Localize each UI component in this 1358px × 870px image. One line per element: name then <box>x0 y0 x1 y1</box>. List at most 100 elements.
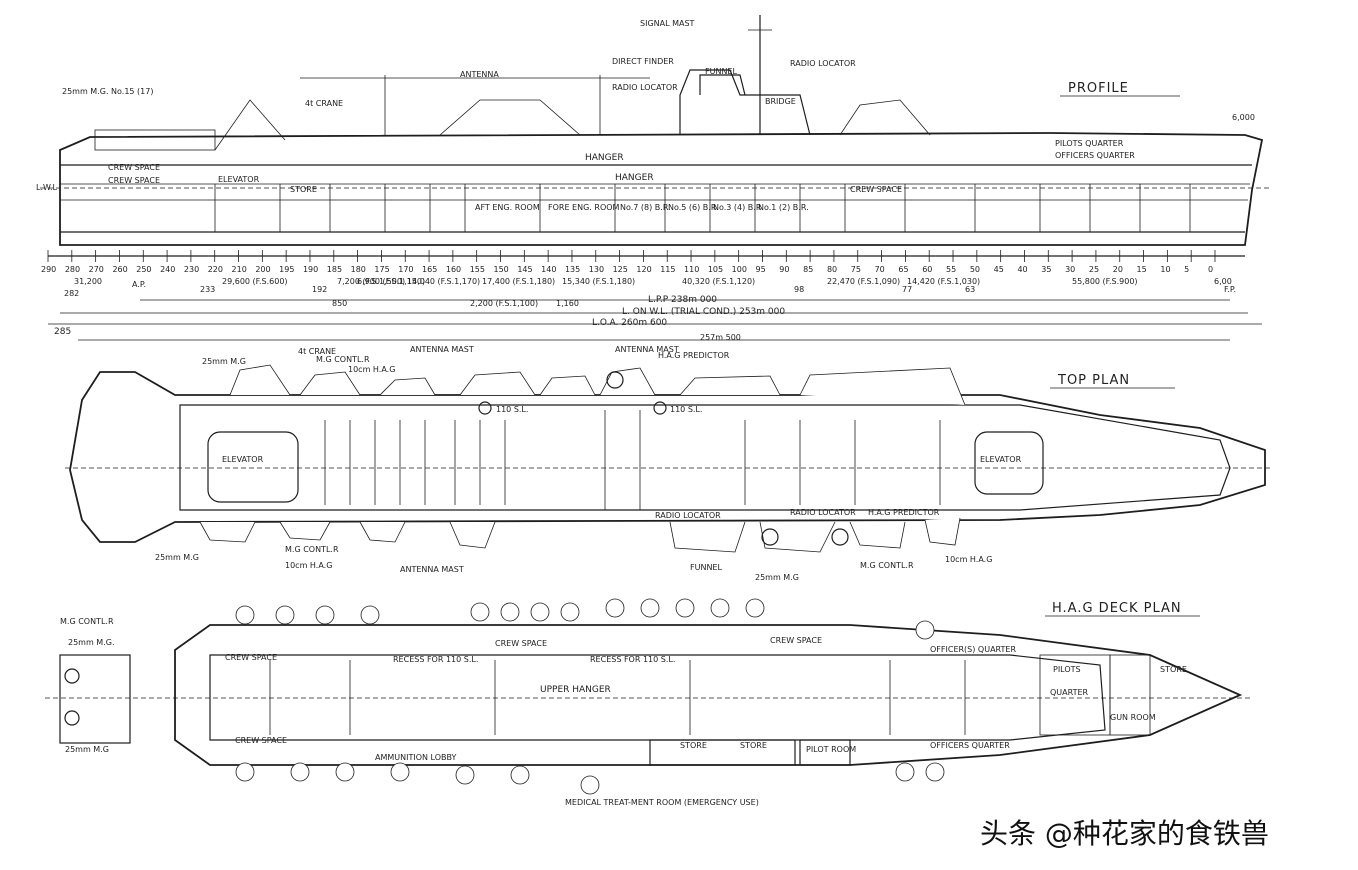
profile-hanger-lower-label: HANGER <box>615 173 654 183</box>
top-plan-searchlight-b <box>653 401 667 415</box>
top-plan-sl-110-a: 110 S.L. <box>496 405 528 414</box>
marker-233: 233 <box>200 285 215 294</box>
hag-plan-outline <box>174 624 1243 766</box>
hag-plan-upper-hangar <box>209 654 1106 741</box>
profile-island <box>679 69 811 136</box>
frame-number: 90 <box>779 265 789 274</box>
frame-spacing-label: 6,00 <box>1214 277 1232 286</box>
profile-aft-eng-label: AFT ENG. ROOM <box>475 203 540 212</box>
marker-192: 192 <box>312 285 327 294</box>
frame-number: 195 <box>279 265 294 274</box>
frame-number: 155 <box>470 265 485 274</box>
hag-plan-title: H.A.G DECK PLAN <box>1052 601 1182 616</box>
frame-number: 55 <box>946 265 956 274</box>
profile-elevator-label: ELEVATOR <box>218 175 260 184</box>
profile-radio-locator-label-b: RADIO LOCATOR <box>790 59 856 68</box>
frame-number: 75 <box>851 265 861 274</box>
profile-funnel-label: FUNNEL <box>705 67 737 76</box>
top-plan-radio-locator-1: RADIO LOCATOR <box>655 511 721 520</box>
frame-number: 150 <box>494 265 509 274</box>
hag-plan-recess-1: RECESS FOR 110 S.L. <box>393 655 478 664</box>
hag-plan-aft-gun-a <box>64 668 80 684</box>
marker-850: 850 <box>332 299 347 308</box>
frame-number: 170 <box>398 265 413 274</box>
marker-2200: 2,200 (F.S.1,100) <box>470 299 538 308</box>
marker-ap: A.P. <box>132 280 146 289</box>
frame-number: 105 <box>708 265 723 274</box>
hag-plan-crew-space-4: CREW SPACE <box>235 736 287 745</box>
frame-number: 185 <box>327 265 342 274</box>
profile-hull-outline <box>59 132 1264 246</box>
profile-view: PROFILE SIGNAL MAST DIRECT FINDER RADIO … <box>36 15 1270 246</box>
frame-number: 45 <box>994 265 1004 274</box>
profile-officers-quarter-label: OFFICERS QUARTER <box>1055 151 1135 160</box>
marker-63: 63 <box>965 285 975 294</box>
frame-number: 270 <box>89 265 104 274</box>
hag-plan-photo-block <box>1109 654 1151 736</box>
profile-hanger-upper-label: HANGER <box>585 153 624 163</box>
profile-lwl-label: L.W.L <box>36 183 58 192</box>
profile-aft-gallery <box>94 129 216 151</box>
hag-plan-gun-tubs <box>235 598 945 795</box>
frame-spacing-label: 17,400 (F.S.1,180) <box>482 277 555 286</box>
top-plan-sponsons-starboard <box>199 517 961 553</box>
frame-number: 40 <box>1017 265 1027 274</box>
frame-number: 175 <box>374 265 389 274</box>
top-plan-mg-25-b: 25mm M.G <box>155 553 199 562</box>
frame-number: 20 <box>1113 265 1123 274</box>
profile-gun-tub-2 <box>839 99 931 136</box>
hag-plan-recess-2: RECESS FOR 110 S.L. <box>590 655 675 664</box>
top-plan-antenna-mast-3: ANTENNA MAST <box>400 565 464 574</box>
hag-plan-officers-quarter-2: OFFICERS QUARTER <box>930 741 1010 750</box>
hag-plan-ammunition-lobby: AMMUNITION LOBBY <box>375 753 457 762</box>
profile-br5-label: No.5 (6) B.R. <box>668 203 719 212</box>
frame-spacing-label: 31,200 <box>74 277 102 286</box>
top-plan-antenna-mast-2: ANTENNA MAST <box>615 345 679 354</box>
top-plan-elevator-aft: ELEVATOR <box>222 455 264 464</box>
hag-plan-frame-lines <box>269 660 966 735</box>
profile-store-label: STORE <box>290 185 317 194</box>
hag-plan-mg-25-a: 25mm M.G. <box>68 638 115 647</box>
top-plan-mg-contl-c: M.G CONTL.R <box>860 561 914 570</box>
frame-number: 240 <box>160 265 175 274</box>
frame-spacing-label: 22,470 (F.S.1,090) <box>827 277 900 286</box>
frame-number: 25 <box>1089 265 1099 274</box>
frame-number: 100 <box>732 265 747 274</box>
hag-plan-mg-contl: M.G CONTL.R <box>60 617 114 626</box>
top-plan-hag-predictor-a <box>606 371 624 389</box>
hag-plan-aft-platform <box>59 654 131 744</box>
frame-number: 165 <box>422 265 437 274</box>
frame-spacing-label: 15,340 (F.S.1,180) <box>562 277 635 286</box>
top-plan-mg-contl-a: M.G CONTL.R <box>316 355 370 364</box>
frame-number: 200 <box>255 265 270 274</box>
profile-bridge-label: BRIDGE <box>765 97 796 106</box>
frame-number: 250 <box>136 265 151 274</box>
top-plan-sl-110-b: 110 S.L. <box>670 405 702 414</box>
frame-spacing-label: 6,900 (F.S.1,150) <box>357 277 425 286</box>
hag-plan-store-block <box>649 739 796 766</box>
profile-direct-finder-label: DIRECT FINDER <box>612 57 674 66</box>
hag-plan-aft-gun-b <box>64 710 80 726</box>
watermark-text: 头条 @种花家的食铁兽 <box>980 817 1269 850</box>
frame-number: 210 <box>232 265 247 274</box>
hag-plan-store-1: STORE <box>1160 665 1187 674</box>
profile-radio-locator-label-a: RADIO LOCATOR <box>612 83 678 92</box>
frame-number: 120 <box>636 265 651 274</box>
frame-number: 125 <box>613 265 628 274</box>
top-plan-hag-predictor-b <box>831 528 849 546</box>
marker-98: 98 <box>794 285 804 294</box>
profile-title: PROFILE <box>1068 81 1129 96</box>
top-plan-mg-25-c: 25mm M.G <box>755 573 799 582</box>
top-plan-crane: 4t CRANE <box>298 347 336 356</box>
marker-1160: 1,160 <box>556 299 579 308</box>
top-plan-deck-edge <box>179 404 1231 511</box>
lwl-length-label: L. ON W.L. (TRIAL COND.) 253m 000 <box>622 307 785 317</box>
hag-plan-pilots: PILOTS <box>1053 665 1081 674</box>
hag-plan-pilot-room <box>799 739 851 766</box>
frame-number: 60 <box>922 265 932 274</box>
frame-number: 130 <box>589 265 604 274</box>
hag-plan-crew-space-2: CREW SPACE <box>495 639 547 648</box>
top-plan-hag-10-a: 10cm H.A.G <box>348 365 395 374</box>
